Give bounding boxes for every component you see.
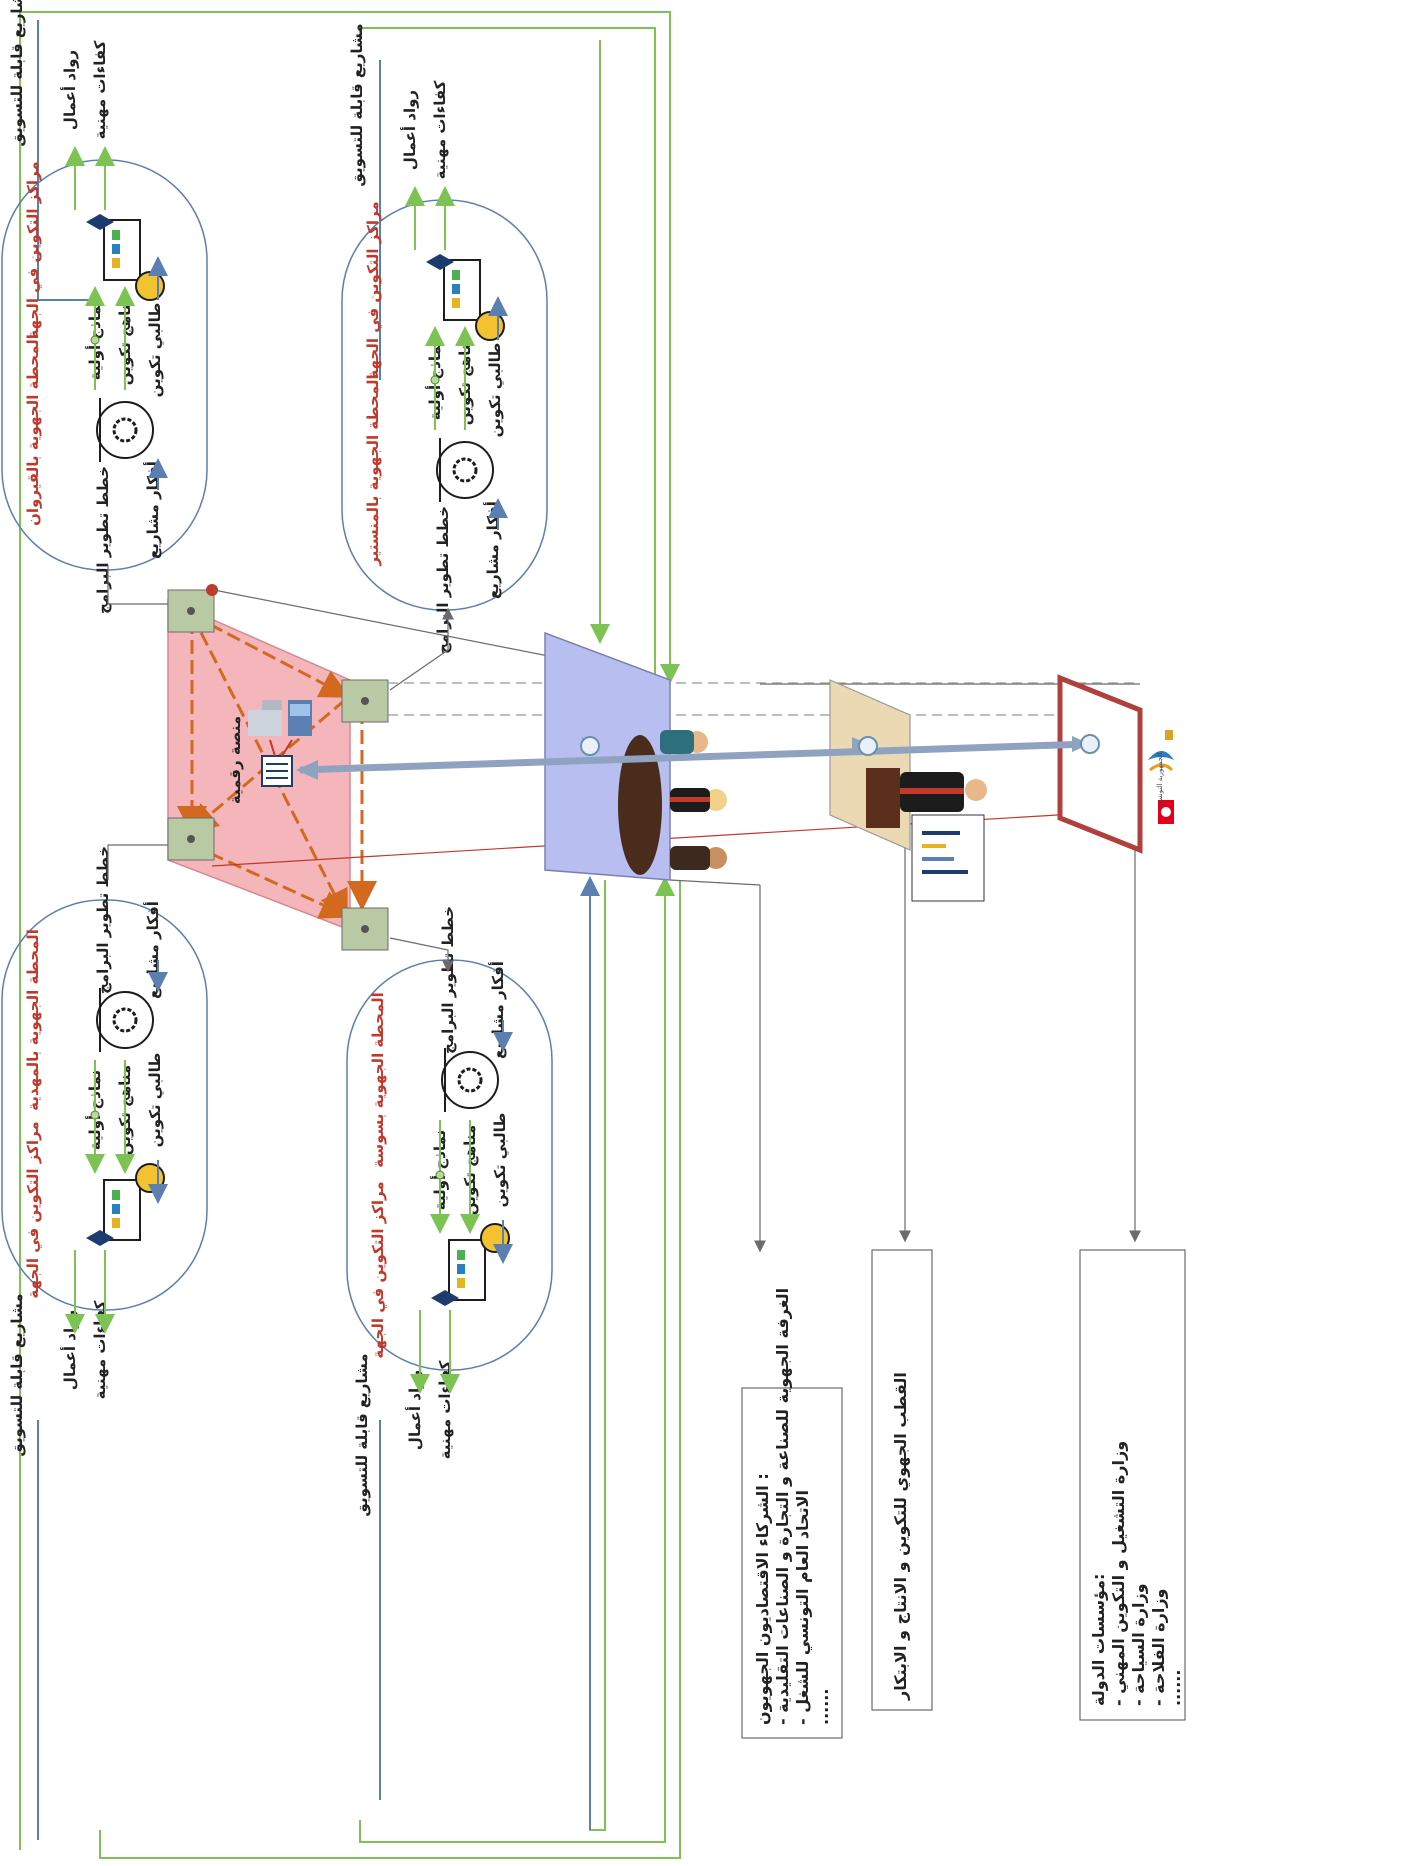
input-project-ideas: أفكار مشاريع xyxy=(483,501,502,599)
input-project-ideas: أفكار مشاريع xyxy=(143,461,162,559)
output-entrepreneurs: رواد أعمال xyxy=(405,1370,424,1450)
output-professional-skills: كفاءات مهنية xyxy=(91,40,109,139)
input-program-plans: خطط تطوير البرامج xyxy=(94,846,112,994)
computer-icon xyxy=(288,700,312,736)
training-center-icon xyxy=(426,254,505,341)
flow-training-seekers: طالبي تكوين xyxy=(146,1053,164,1148)
regional-hub-box: القطب الجهوي للتكوين و الانتاج و الابتكا… xyxy=(871,1249,933,1711)
input-project-ideas: أفكار مشاريع xyxy=(143,901,162,999)
manager-at-desk-icon xyxy=(866,768,987,828)
agency-label: المحطة الجهوية بسوسة xyxy=(369,992,387,1168)
output-marketable-projects: مشاريع قابلة للتسويق xyxy=(353,1353,371,1516)
logo-text: الجمهورية التونسية xyxy=(1156,753,1164,808)
ministry-logo xyxy=(1148,730,1174,772)
ministries-line-2: - وزارة التشغيل و التكوين المهني xyxy=(1109,1441,1129,1706)
training-center-label: مراكز التكوين في الجهة xyxy=(364,201,382,378)
input-program-plans: خطط تطوير البرامج xyxy=(434,506,452,654)
output-professional-skills: كفاءات مهنية xyxy=(431,80,449,179)
platform-node-br xyxy=(341,907,389,951)
agency-label: المحطة الجهوية بالمنستير xyxy=(364,374,382,566)
server-icon xyxy=(261,755,293,787)
ministries-line-3: - وزارة السياحة xyxy=(1129,1583,1148,1706)
regional-hub-panel xyxy=(829,679,987,902)
output-marketable-projects: مشاريع قابلة للتسويق xyxy=(8,1293,26,1456)
output-professional-skills: كفاءات مهنية xyxy=(436,1360,454,1459)
partners-box: الشركاء الاقتصاديون الجهويون : - الغرفة … xyxy=(741,1288,843,1739)
training-center-icon xyxy=(431,1223,510,1306)
output-marketable-projects: مشاريع قابلة للتسويق xyxy=(348,23,366,186)
junction-dot xyxy=(430,375,440,385)
flow-training-seekers: طالبي تكوين xyxy=(146,303,164,398)
bar-chart-icon xyxy=(911,814,985,902)
training-center-icon xyxy=(86,214,165,301)
agency-gear-icon xyxy=(96,988,154,1052)
ministries-line-1: مؤسسات الدولة: xyxy=(1089,1574,1108,1706)
output-marketable-projects: مشاريع قابلة للتسويق xyxy=(8,0,26,147)
platform-node-bl xyxy=(167,817,215,861)
output-entrepreneurs: رواد أعمال xyxy=(400,90,419,170)
junction-dot xyxy=(90,1110,100,1120)
output-entrepreneurs: رواد أعمال xyxy=(60,50,79,130)
partners-line-4: ...... xyxy=(813,1689,832,1725)
agency-gear-icon xyxy=(96,398,154,462)
agency-gear-icon xyxy=(441,1048,499,1112)
platform-label: منصة رقمية xyxy=(226,716,244,804)
meeting-table-icon xyxy=(618,730,727,875)
output-professional-skills: كفاءات مهنية xyxy=(91,1300,109,1399)
agency-gear-icon xyxy=(436,438,494,502)
flow-training-seekers: طالبي تكوين xyxy=(491,1113,509,1208)
main-flow-arrow xyxy=(296,734,1100,780)
input-program-plans: خطط تطوير البرامج xyxy=(439,906,457,1054)
junction-dot xyxy=(90,335,100,345)
junction-dot xyxy=(435,1170,445,1180)
digital-platform: منصة رقمية xyxy=(167,584,389,951)
ministries-box: مؤسسات الدولة: - وزارة التشغيل و التكوين… xyxy=(1079,1249,1186,1721)
ministries-line-5: ...... xyxy=(1165,1670,1184,1706)
training-center-label: مراكز التكوين في الجهة xyxy=(369,1181,387,1358)
tunisia-flag-icon xyxy=(1158,800,1174,824)
flow-training-seekers: طالبي تكوين xyxy=(486,343,504,438)
ministry-frame: الجمهورية التونسية xyxy=(1057,674,1174,854)
output-entrepreneurs: رواد أعمال xyxy=(60,1310,79,1390)
region-green-flows xyxy=(410,1120,480,1394)
input-project-ideas: أفكار مشاريع xyxy=(488,961,507,1059)
input-program-plans: خطط تطوير البرامج xyxy=(94,466,112,614)
region-cluster-bottom-right: المحطة الجهوية بسوسة مراكز التكوين في الج… xyxy=(346,906,553,1517)
training-center-label: مراكز التكوين في الجهة xyxy=(24,161,42,338)
partners-line-2: - الغرفة الجهوية للصناعة و التجارة و الص… xyxy=(773,1288,792,1725)
agency-label: المحطة الجهوية بالقيروان xyxy=(24,334,42,526)
training-center-label: مراكز التكوين في الجهة xyxy=(24,1121,42,1298)
regional-hub-line-1: القطب الجهوي للتكوين و الانتاج و الابتكا… xyxy=(891,1372,911,1701)
training-center-icon xyxy=(86,1163,165,1246)
region-cluster-bottom-left: المحطة الجهوية بالمهدية مراكز التكوين في … xyxy=(1,846,208,1457)
ministries-line-4: - وزارة الفلاحة xyxy=(1149,1589,1168,1706)
platform-node-tl xyxy=(167,584,218,633)
database-icon xyxy=(248,700,282,736)
platform-node-tr xyxy=(341,679,389,723)
partners-line-3: - الاتحاد العام التونسي للشغل xyxy=(793,1490,813,1725)
agency-label: المحطة الجهوية بالمهدية xyxy=(24,929,42,1111)
outer-blue-lines xyxy=(37,20,600,1840)
partners-line-1: الشركاء الاقتصاديون الجهويون : xyxy=(753,1473,772,1725)
